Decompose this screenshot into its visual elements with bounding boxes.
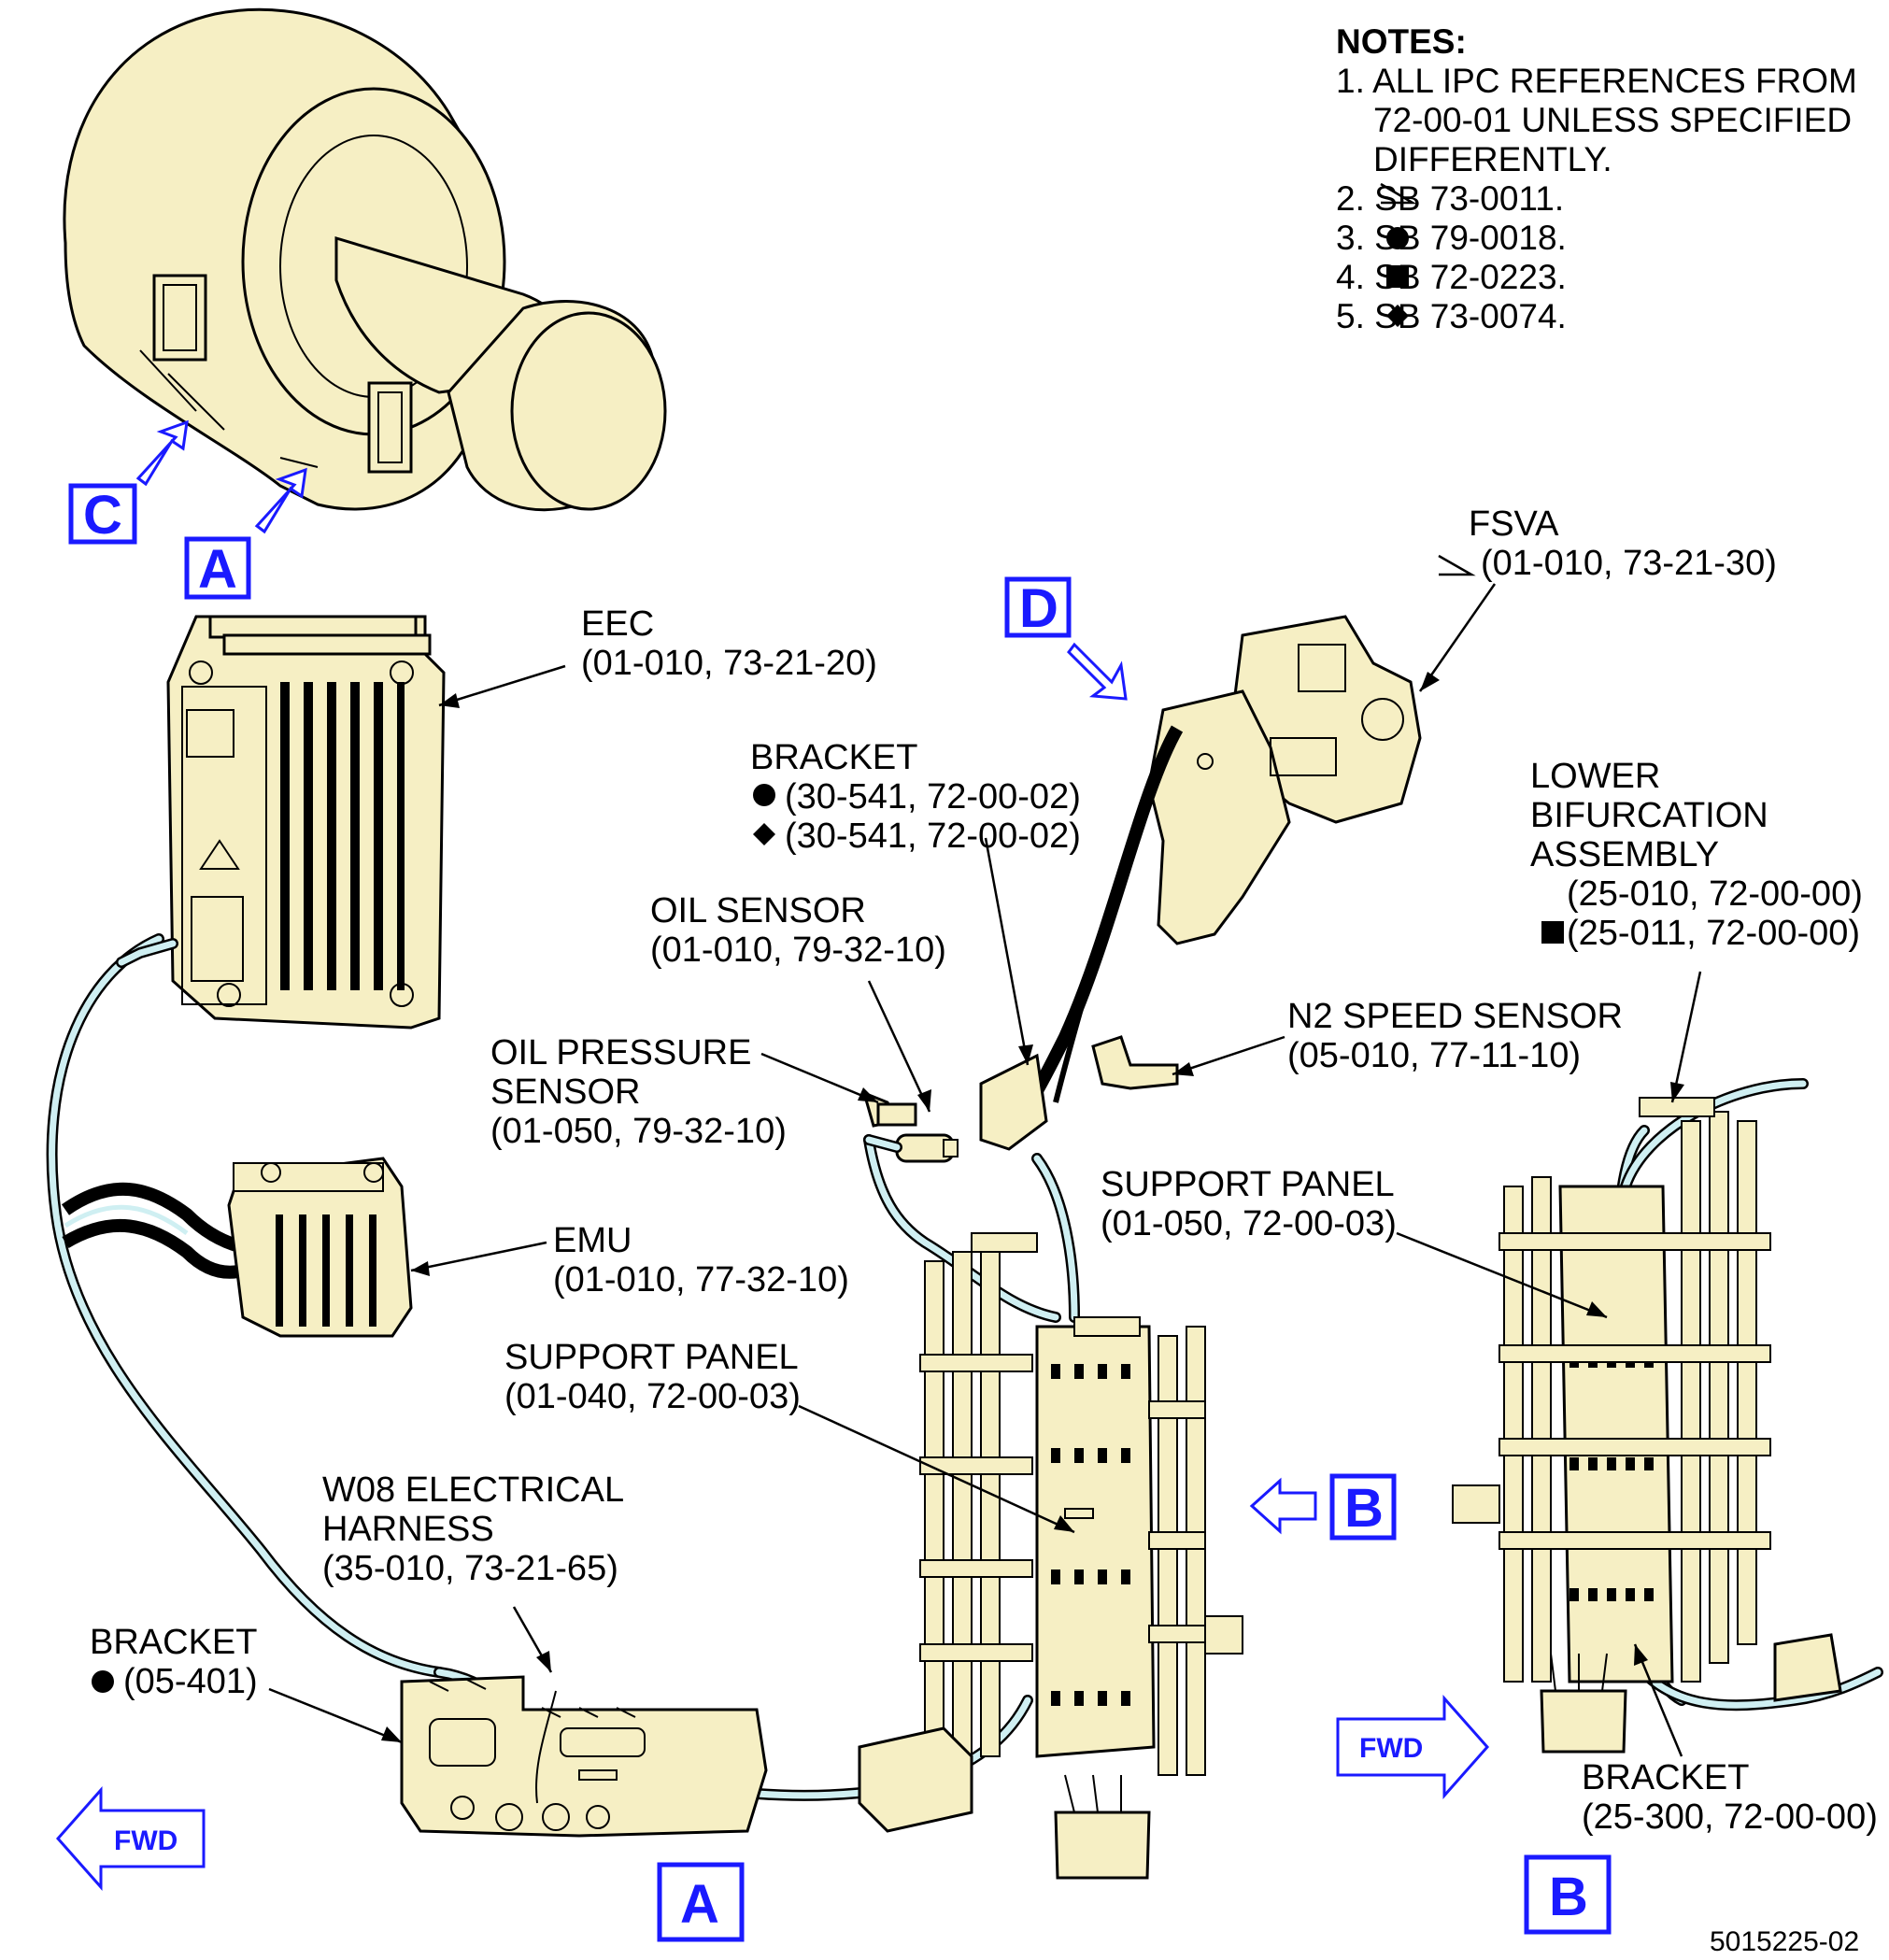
note-line-3: DIFFERENTLY. [1373,140,1612,178]
svg-text:HARNESS: HARNESS [322,1510,494,1549]
view-ref-b-arrow[interactable]: B [1329,1473,1397,1541]
callout-lower-bifurcation: LOWER BIFURCATION ASSEMBLY (25-010, 72-0… [1530,757,1863,953]
svg-text:BRACKET: BRACKET [90,1623,257,1662]
svg-text:N2 SPEED SENSOR: N2 SPEED SENSOR [1287,997,1623,1036]
svg-text:(01-050, 79-32-10): (01-050, 79-32-10) [490,1112,787,1151]
svg-text:BRACKET: BRACKET [750,738,917,777]
svg-text:A: A [680,1874,719,1935]
svg-text:(25-300, 72-00-00): (25-300, 72-00-00) [1582,1797,1878,1837]
note-line-7: 5. SB 73-0074. [1336,297,1567,335]
svg-text:BIFURCATION: BIFURCATION [1530,796,1768,835]
square-icon [1541,921,1564,944]
svg-text:OIL SENSOR: OIL SENSOR [650,891,866,930]
svg-text:EEC: EEC [581,604,654,644]
svg-text:(05-010, 77-11-10): (05-010, 77-11-10) [1287,1036,1581,1075]
view-ref-a-bottom[interactable]: A [657,1862,745,1942]
engine-illustration [63,7,667,512]
svg-text:ASSEMBLY: ASSEMBLY [1530,835,1719,874]
callout-w08-harness: W08 ELECTRICAL HARNESS (35-010, 73-21-65… [322,1470,624,1588]
triangle-flag-icon [1438,554,1476,576]
leader-lines [268,583,1702,1757]
callout-eec: EEC (01-010, 73-21-20) [581,604,877,683]
svg-text:OIL PRESSURE: OIL PRESSURE [490,1033,751,1072]
notes-block: NOTES: 1. ALL IPC REFERENCES FROM 72-00-… [1336,22,1857,335]
fwd-arrow-left: FWD [55,1786,206,1891]
callout-oil-sensor: OIL SENSOR (01-010, 79-32-10) [650,891,946,970]
svg-text:(01-010, 73-21-20): (01-010, 73-21-20) [581,644,877,683]
svg-text:D: D [1019,578,1058,639]
svg-text:BRACKET: BRACKET [1582,1758,1749,1797]
svg-text:A: A [198,539,237,600]
view-ref-c[interactable]: C [68,483,137,546]
callout-oil-pressure-sensor: OIL PRESSURE SENSOR (01-050, 79-32-10) [490,1033,787,1151]
note-line-1: 1. ALL IPC REFERENCES FROM [1336,62,1857,100]
svg-text:FWD: FWD [1359,1733,1423,1764]
callout-emu: EMU (01-010, 77-32-10) [553,1221,849,1300]
view-arrow-c [135,419,189,487]
fsva-assembly [979,615,1422,1151]
svg-text:(30-541, 72-00-02): (30-541, 72-00-02) [785,817,1081,856]
circle-icon [92,1670,114,1693]
svg-text:SUPPORT PANEL: SUPPORT PANEL [1101,1165,1395,1204]
svg-text:EMU: EMU [553,1221,632,1260]
square-icon [1386,265,1409,288]
svg-text:(25-010, 72-00-00): (25-010, 72-00-00) [1567,874,1863,914]
view-ref-a-top[interactable]: A [184,536,251,600]
svg-text:FWD: FWD [114,1825,178,1856]
svg-text:W08 ELECTRICAL: W08 ELECTRICAL [322,1470,624,1510]
svg-text:(05-401): (05-401) [123,1662,258,1701]
note-line-2: 72-00-01 UNLESS SPECIFIED [1373,101,1852,139]
svg-text:B: B [1549,1867,1588,1927]
fwd-arrow-right: FWD [1336,1695,1490,1799]
callout-fsva: FSVA (01-010, 73-21-30) [1438,504,1777,583]
notes-title: NOTES: [1336,22,1467,61]
diamond-icon [753,823,775,845]
svg-text:(01-010, 77-32-10): (01-010, 77-32-10) [553,1260,849,1300]
w08-bracket-plate [400,1675,768,1838]
view-arrow-d [1067,642,1128,701]
note-line-4: 2. SB 73-0011. [1336,179,1564,218]
svg-text:(35-010, 73-21-65): (35-010, 73-21-65) [322,1549,618,1588]
svg-text:(25-011, 72-00-00): (25-011, 72-00-00) [1567,914,1860,953]
callout-bracket-left: BRACKET (05-401) [90,1623,258,1701]
svg-text:C: C [83,485,122,546]
oil-sensor-parts [861,1090,959,1163]
callout-bracket-top: BRACKET (30-541, 72-00-02) (30-541, 72-0… [750,738,1081,856]
triangle-flag-icon [1380,182,1417,205]
emu-black-harness [61,1182,245,1279]
svg-text:SENSOR: SENSOR [490,1072,640,1112]
callout-n2-speed-sensor: N2 SPEED SENSOR (05-010, 77-11-10) [1287,997,1623,1075]
callout-support-panel-a: SUPPORT PANEL (01-040, 72-00-03) [504,1338,801,1416]
circle-icon [1386,227,1409,249]
eec-unit [116,615,446,1030]
svg-text:LOWER: LOWER [1530,757,1660,796]
svg-text:(01-010, 79-32-10): (01-010, 79-32-10) [650,930,946,970]
svg-text:B: B [1344,1478,1384,1539]
view-arrow-a-top [254,467,307,534]
svg-text:SUPPORT PANEL: SUPPORT PANEL [504,1338,799,1377]
callout-bracket-b: BRACKET (25-300, 72-00-00) [1582,1758,1878,1837]
lower-bifurcation-assembly [1452,1097,1842,1754]
svg-text:(01-010, 73-21-30): (01-010, 73-21-30) [1481,544,1777,583]
circle-icon [753,784,775,806]
note-line-5: 3. SB 79-0018. [1336,219,1567,257]
view-arrow-b [1249,1477,1317,1535]
figure-number: 5015225-02 [1710,1926,1859,1957]
svg-text:FSVA: FSVA [1469,504,1559,544]
view-ref-d[interactable]: D [1004,576,1072,639]
view-ref-b-bottom[interactable]: B [1524,1854,1612,1935]
diamond-icon [1386,305,1409,327]
note-line-6: 4. SB 72-0223. [1336,258,1567,296]
svg-text:(01-040, 72-00-03): (01-040, 72-00-03) [504,1377,801,1416]
support-panel-a [858,1232,1243,1880]
callout-support-panel-b: SUPPORT PANEL (01-050, 72-00-03) [1101,1165,1397,1243]
svg-text:(01-050, 72-00-03): (01-050, 72-00-03) [1101,1204,1397,1243]
svg-text:(30-541, 72-00-02): (30-541, 72-00-02) [785,777,1081,817]
emu-unit [227,1157,413,1338]
